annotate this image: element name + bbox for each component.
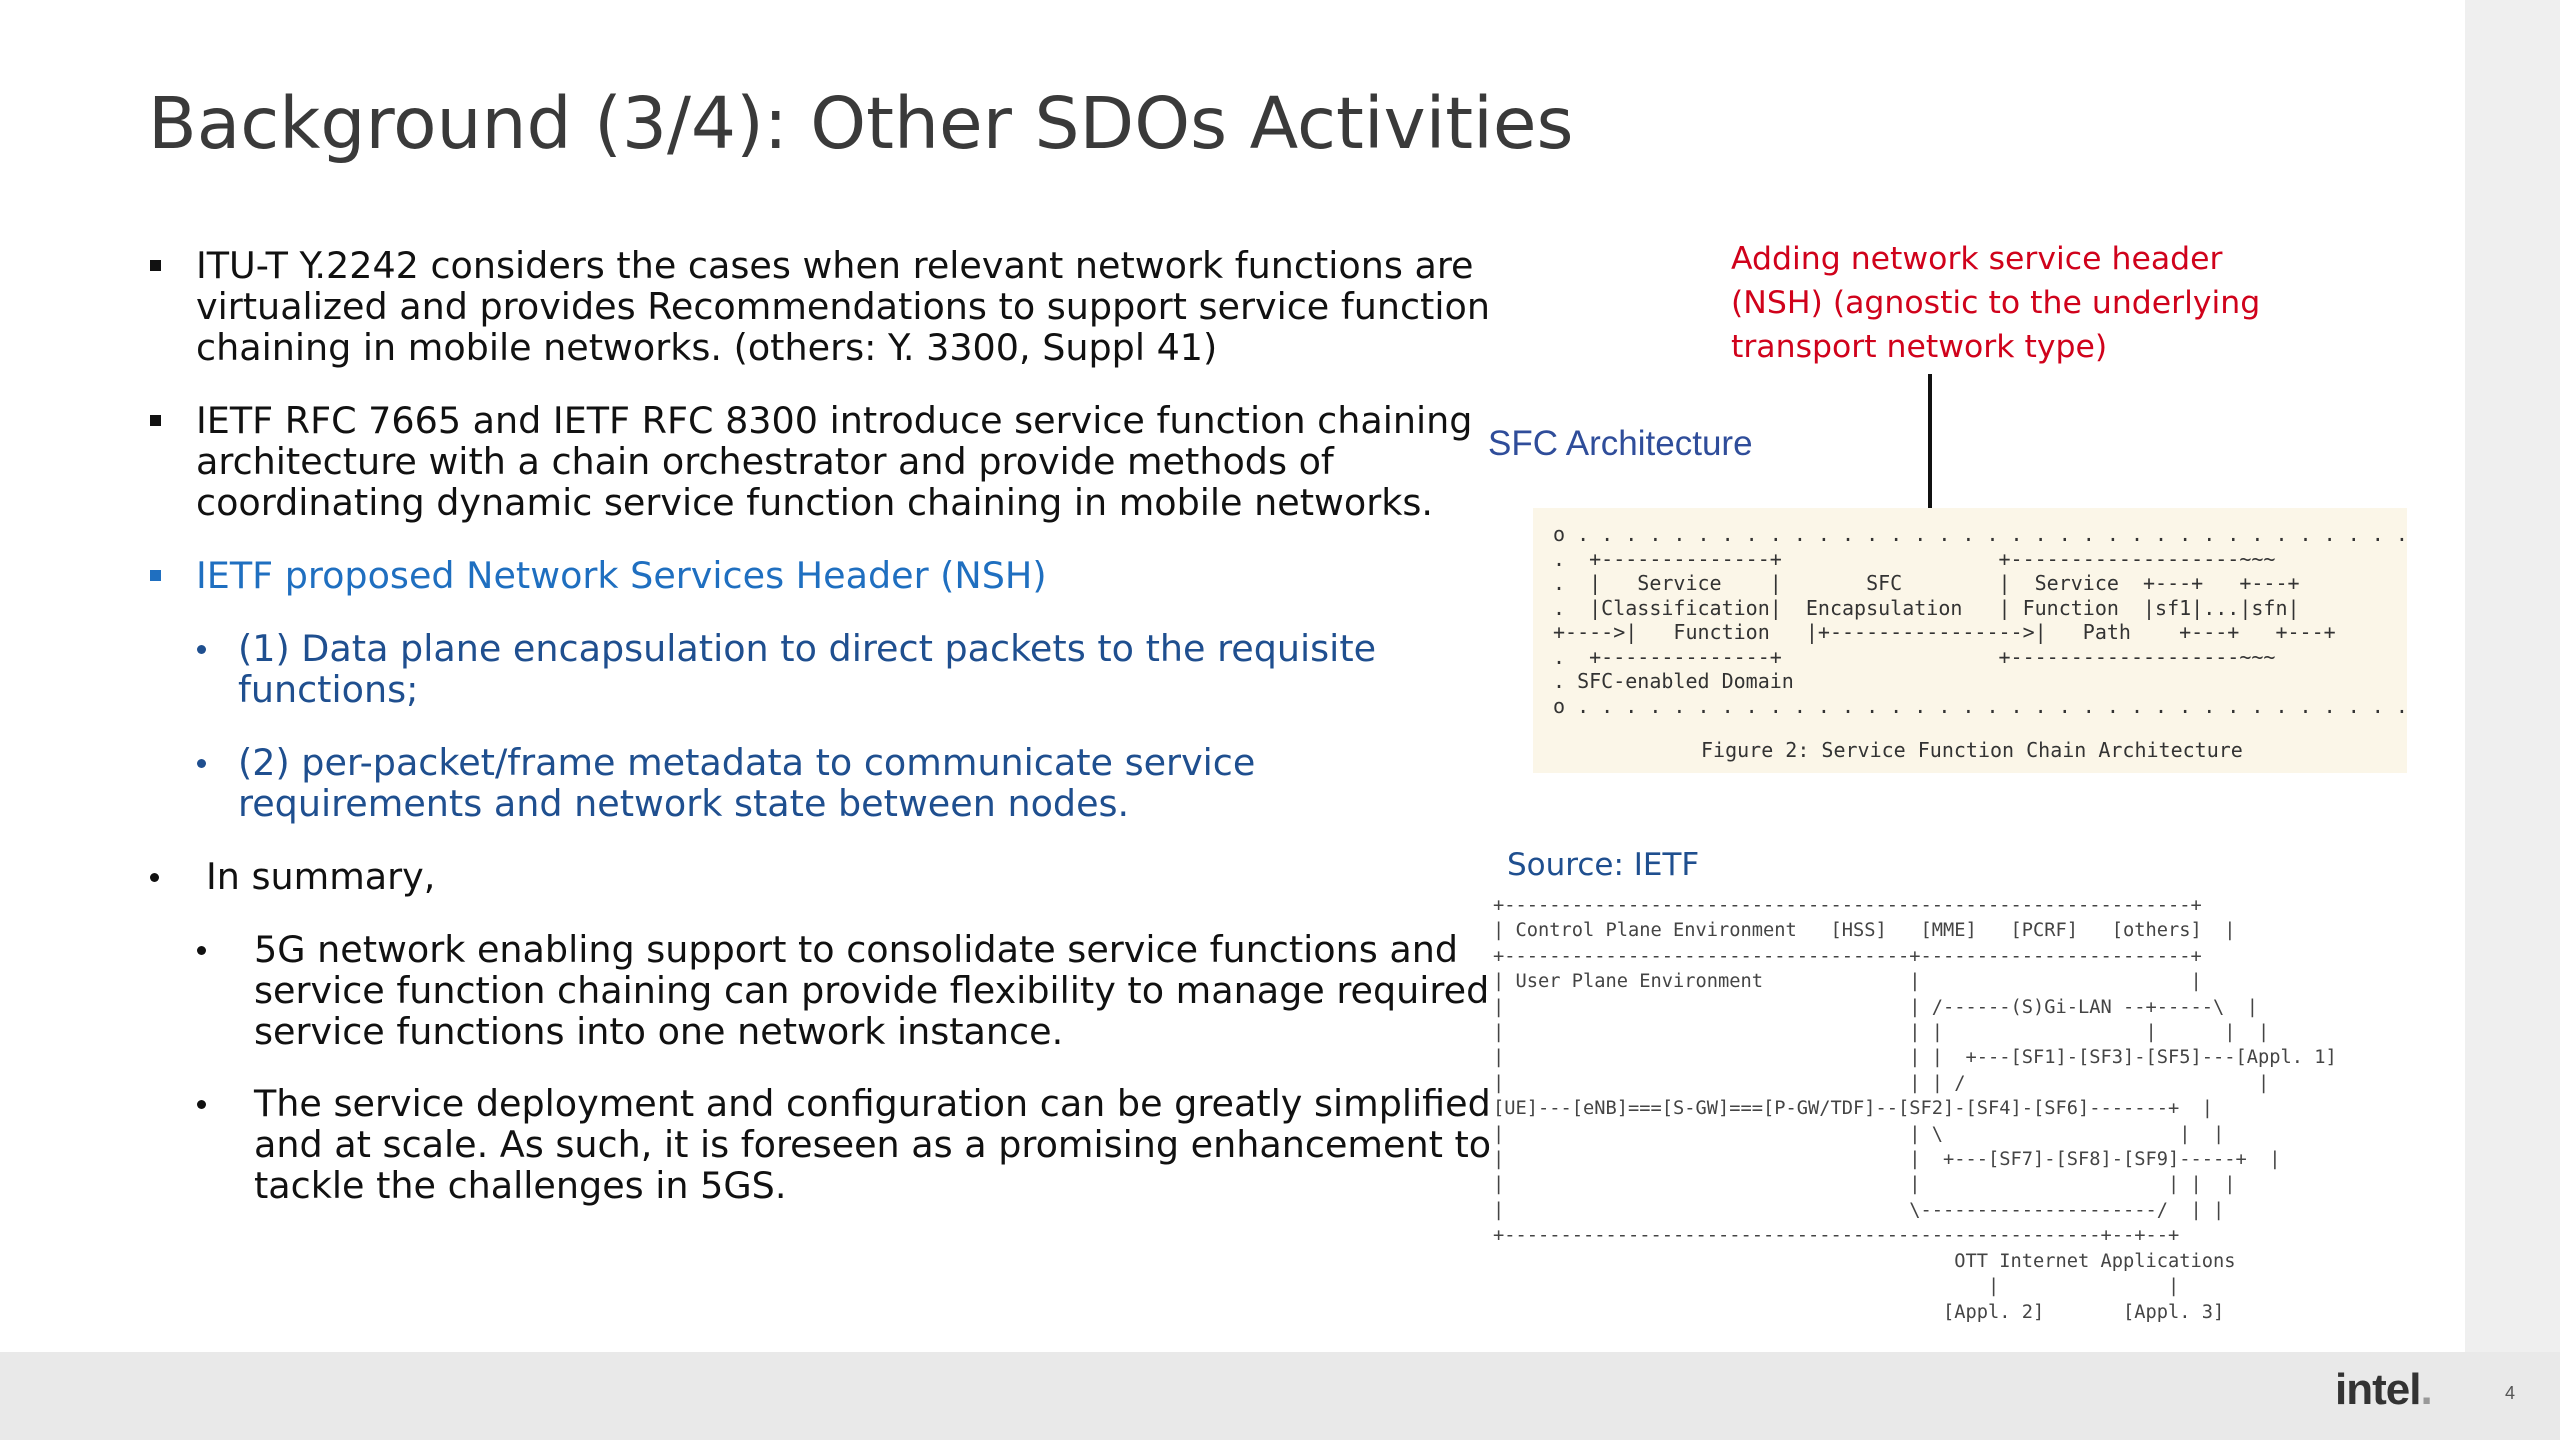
fig1-line: . +--------------+ +-------------------~… (1553, 644, 2276, 669)
page-number: 4 (2505, 1383, 2516, 1403)
fig2-line: | | /------(S)Gi-LAN --+-----\ | (1493, 996, 2259, 1018)
fig2-line: [UE]---[eNB]===[S-GW]===[P-GW/TDF]--[SF2… (1493, 1098, 2214, 1120)
bullet-itu-line-2: virtualized and provides Recommendations… (196, 285, 1490, 328)
round-bullet-icon (150, 873, 159, 882)
nsh-annotation-line-1: Adding network service header (1731, 241, 2223, 277)
fig2-line: OTT Internet Applications (1493, 1250, 2236, 1272)
fig2-line: +------------------------------------+--… (1493, 945, 2202, 967)
round-bullet-icon (197, 946, 206, 955)
fig2-line: | | | +---[SF1]-[SF3]-[SF5]---[Appl. 1] (1493, 1047, 2337, 1069)
annotation-arrow-line (1928, 374, 1932, 546)
bullet-summary-text: In summary, (206, 855, 436, 898)
fig1-line: . | Service | SFC | Service +---+ +---+ (1553, 571, 2300, 595)
fig1-line: +---->| Function |+---------------->| Pa… (1553, 620, 2336, 644)
intel-logo: intel. (2335, 1365, 2433, 1415)
round-bullet-icon (197, 1100, 206, 1109)
fig2-line: | | +---[SF7]-[SF8]-[SF9]-----+ | (1493, 1149, 2281, 1171)
fig2-line: | | | | | (1493, 1174, 2236, 1196)
bullet-5g-network-line-1: 5G network enabling support to consolida… (254, 928, 1459, 971)
fig1-line: . SFC-enabled Domain (1553, 669, 1794, 693)
bullet-itu-line-3: chaining in mobile networks. (others: Y.… (196, 326, 1218, 369)
nsh-annotation-line-3: transport network type) (1731, 329, 2108, 365)
mobile-sfc-figure: +---------------------------------------… (1493, 893, 2393, 1323)
bullet-5g-network-line-3: service functions into one network insta… (254, 1010, 1064, 1053)
bullet-itu-line-1: ITU-T Y.2242 considers the cases when re… (196, 244, 1474, 287)
nsh-annotation-line-2: (NSH) (agnostic to the underlying (1731, 285, 2261, 321)
slide-title: Background (3/4): Other SDOs Activities (148, 82, 1574, 165)
bullet-ietf-rfc-line-1: IETF RFC 7665 and IETF RFC 8300 introduc… (196, 399, 1473, 442)
bullet-ietf-rfc-line-3: coordinating dynamic service function ch… (196, 481, 1433, 524)
bullet-nsh-encapsulation-line-1: (1) Data plane encapsulation to direct p… (238, 627, 1377, 670)
bullet-nsh-metadata-line-2: requirements and network state between n… (238, 782, 1130, 825)
intel-logo-text: intel (2335, 1365, 2421, 1414)
round-bullet-icon (197, 759, 206, 768)
bullet-nsh-encapsulation-line-2: functions; (238, 668, 419, 711)
square-bullet-icon (150, 260, 161, 271)
mobile-sfc-diagram: +---------------------------------------… (1493, 893, 2393, 1325)
bullet-ietf-rfc-line-2: architecture with a chain orchestrator a… (196, 440, 1334, 483)
right-margin-strip (2465, 0, 2560, 1352)
sfc-architecture-figure: o . . . . . . . . . . . . . . . . . . . … (1533, 508, 2408, 773)
sfc-figure-caption: Figure 2: Service Function Chain Archite… (1701, 738, 2243, 762)
footer-bar (0, 1352, 2560, 1440)
fig2-line: | Control Plane Environment [HSS] [MME] … (1493, 920, 2236, 942)
fig2-line: | | \ | | (1493, 1123, 2225, 1145)
fig2-line: [Appl. 2] [Appl. 3] (1493, 1301, 2225, 1323)
intel-logo-dot: . (2420, 1365, 2432, 1414)
sfc-architecture-title: SFC Architecture (1488, 424, 1753, 463)
bullet-deployment-line-2: and at scale. As such, it is foreseen as… (254, 1123, 1492, 1166)
fig1-line: o . . . . . . . . . . . . . . . . . . . … (1553, 693, 2408, 718)
sfc-architecture-diagram: o . . . . . . . . . . . . . . . . . . . … (1553, 522, 2408, 718)
fig2-line: +---------------------------------------… (1493, 1225, 2180, 1247)
slide: Background (3/4): Other SDOs Activities … (148, 82, 2408, 1323)
bullet-nsh-text: IETF proposed Network Services Header (N… (196, 554, 1047, 597)
fig2-line: | | | | | | (1493, 1022, 2270, 1044)
fig2-line: +---------------------------------------… (1493, 895, 2202, 916)
fig2-line: | \---------------------/ | | (1493, 1199, 2225, 1221)
fig2-line: | | (1493, 1276, 2180, 1298)
fig2-line: | User Plane Environment | | (1493, 971, 2202, 993)
bullet-deployment-line-3: tackle the challenges in 5GS. (254, 1164, 787, 1207)
fig1-line: o . . . . . . . . . . . . . . . . . . . … (1553, 522, 2408, 546)
fig1-line: . |Classification| Encapsulation | Funct… (1553, 595, 2300, 620)
square-bullet-icon (150, 570, 161, 581)
bullet-nsh-metadata-line-1: (2) per-packet/frame metadata to communi… (238, 741, 1256, 784)
nsh-annotation: Adding network service header (NSH) (agn… (1731, 237, 2260, 369)
fig1-line: . +--------------+ +-------------------~… (1553, 546, 2276, 571)
round-bullet-icon (197, 645, 206, 654)
square-bullet-icon (150, 415, 161, 426)
bullet-deployment-line-1: The service deployment and configuration… (254, 1082, 1491, 1125)
fig2-line: | | | / | (1493, 1072, 2270, 1094)
bullet-5g-network-line-2: service function chaining can provide fl… (254, 969, 1490, 1012)
source-label: Source: IETF (1507, 847, 1700, 883)
